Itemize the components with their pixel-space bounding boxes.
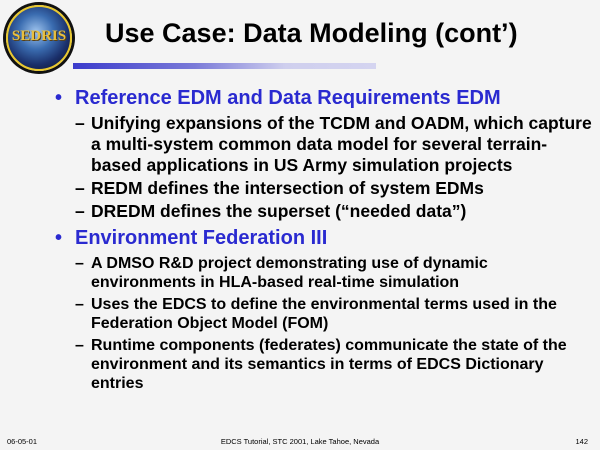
bullet-icon: •: [55, 87, 63, 109]
item-text: Unifying expansions of the TCDM and OADM…: [91, 113, 592, 175]
heading-text: Environment Federation III: [75, 227, 328, 249]
footer-date: 06-05-01: [7, 437, 38, 446]
item-text: A DMSO R&D project demonstrating use of …: [91, 255, 488, 291]
item-text: REDM defines the intersection of system …: [91, 178, 484, 198]
bullet-icon: •: [55, 227, 63, 249]
dash-icon: –: [75, 201, 85, 221]
bullet-heading: • Reference EDM and Data Requirements EDM: [55, 86, 595, 111]
dash-icon: –: [75, 337, 84, 354]
sub-item: –Runtime components (federates) communic…: [55, 336, 595, 393]
sub-item: –REDM defines the intersection of system…: [55, 178, 595, 199]
slide-content: • Reference EDM and Data Requirements EDM…: [55, 82, 595, 393]
dash-icon: –: [75, 113, 85, 133]
footer-center: EDCS Tutorial, STC 2001, Lake Tahoe, Nev…: [220, 437, 380, 446]
logo-text: SEDRIS: [11, 28, 67, 44]
bullet-heading: • Environment Federation III: [55, 226, 595, 251]
sub-item: –A DMSO R&D project demonstrating use of…: [55, 254, 595, 292]
sub-item: –Unifying expansions of the TCDM and OAD…: [55, 113, 595, 176]
sedris-logo: SEDRIS: [6, 5, 72, 71]
dash-icon: –: [75, 296, 84, 313]
dash-icon: –: [75, 255, 84, 272]
slide-title: Use Case: Data Modeling (cont’): [105, 18, 518, 48]
sub-item: –DREDM defines the superset (“needed dat…: [55, 201, 595, 222]
item-text: Runtime components (federates) communica…: [91, 337, 567, 392]
title-underline: [73, 63, 376, 69]
item-text: Uses the EDCS to define the environmenta…: [91, 296, 557, 332]
dash-icon: –: [75, 178, 85, 198]
item-text: DREDM defines the superset (“needed data…: [91, 201, 467, 221]
page-number: 142: [575, 437, 588, 446]
sub-item: –Uses the EDCS to define the environment…: [55, 295, 595, 333]
heading-text: Reference EDM and Data Requirements EDM: [75, 87, 501, 109]
